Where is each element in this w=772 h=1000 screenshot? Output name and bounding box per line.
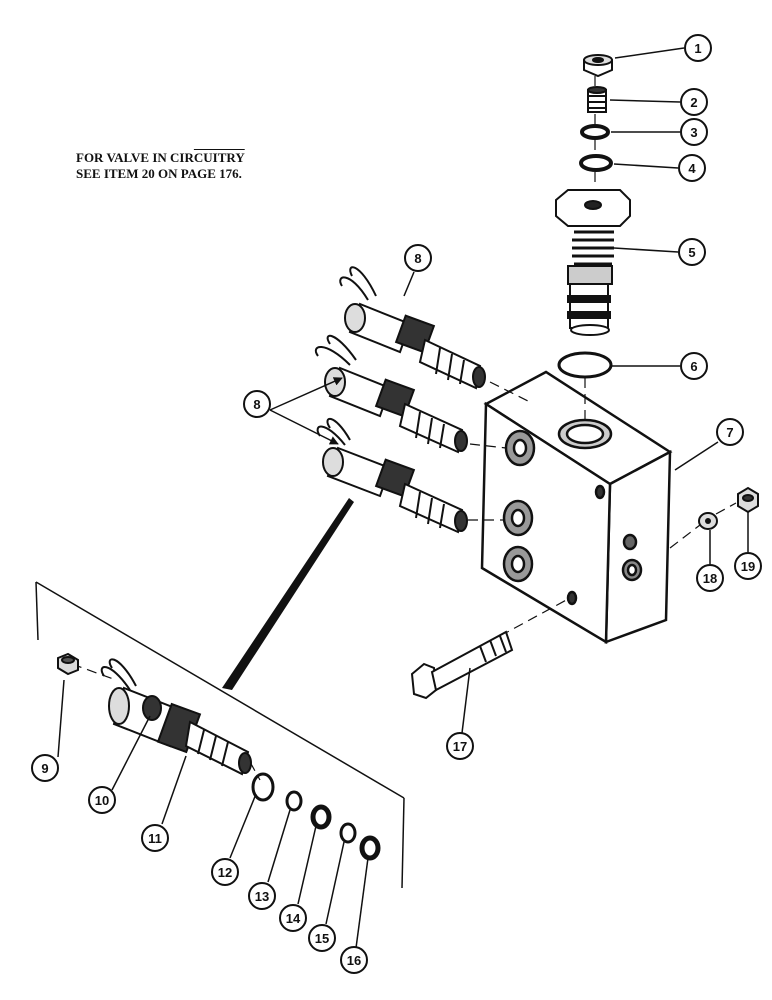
ring-13 <box>285 790 303 812</box>
svg-text:9: 9 <box>41 761 48 776</box>
svg-text:10: 10 <box>95 793 109 808</box>
lock-nut-top <box>583 53 613 78</box>
callout-18: 18 <box>696 564 724 592</box>
svg-text:5: 5 <box>688 245 695 260</box>
callout-10: 10 <box>88 786 116 814</box>
washer-4 <box>579 154 613 172</box>
circuitry-note: FOR VALVE IN CIRCUITRY SEE ITEM 20 ON PA… <box>76 150 245 182</box>
callout-8-upper: 8 <box>404 244 432 272</box>
note-line-2: SEE ITEM 20 ON PAGE 176. <box>76 166 242 181</box>
solenoid-valve-lower <box>316 418 468 534</box>
callout-3: 3 <box>680 118 708 146</box>
callout-2: 2 <box>680 88 708 116</box>
valve-body <box>480 370 673 645</box>
backup-ring-16 <box>359 835 381 861</box>
ring-15 <box>339 822 357 844</box>
nut-19 <box>737 486 759 514</box>
callout-14: 14 <box>279 904 307 932</box>
nut-9 <box>57 652 79 676</box>
bolt-17 <box>410 630 514 700</box>
callout-9: 9 <box>31 754 59 782</box>
callout-5: 5 <box>678 238 706 266</box>
relief-cartridge <box>555 189 631 336</box>
stem-11 <box>156 702 252 776</box>
svg-text:8: 8 <box>253 397 260 412</box>
svg-text:11: 11 <box>148 831 162 846</box>
svg-text:6: 6 <box>690 359 697 374</box>
svg-text:7: 7 <box>726 425 733 440</box>
adjusting-screw <box>587 86 607 113</box>
callout-17: 17 <box>446 732 474 760</box>
svg-text:12: 12 <box>218 865 232 880</box>
svg-text:13: 13 <box>255 889 269 904</box>
leader-lines <box>57 47 749 949</box>
callout-7: 7 <box>716 418 744 446</box>
callout-8-lower: 8 <box>243 390 271 418</box>
svg-text:3: 3 <box>690 125 697 140</box>
note-line-1: FOR VALVE IN CIRCUITRY <box>76 150 245 165</box>
detail-panel <box>35 581 405 889</box>
solenoid-valve-middle <box>314 334 468 454</box>
callout-16: 16 <box>340 946 368 974</box>
svg-text:1: 1 <box>694 41 701 56</box>
solenoid-valve-upper <box>339 266 486 390</box>
o-ring-6 <box>557 351 613 379</box>
washer-3 <box>580 124 610 140</box>
callout-12: 12 <box>211 858 239 886</box>
callout-4: 4 <box>678 154 706 182</box>
svg-text:18: 18 <box>703 571 717 586</box>
callout-15: 15 <box>308 924 336 952</box>
callout-6: 6 <box>680 352 708 380</box>
svg-text:2: 2 <box>690 95 697 110</box>
svg-text:19: 19 <box>741 559 755 574</box>
svg-text:14: 14 <box>286 911 301 926</box>
callout-1: 1 <box>684 34 712 62</box>
backup-ring-14 <box>310 804 332 830</box>
o-ring-12 <box>251 772 275 802</box>
detail-wedge <box>222 498 354 690</box>
svg-text:15: 15 <box>315 931 329 946</box>
callout-13: 13 <box>248 882 276 910</box>
svg-text:4: 4 <box>688 161 696 176</box>
assembly-lines <box>71 76 737 781</box>
svg-text:17: 17 <box>453 739 467 754</box>
svg-text:8: 8 <box>414 251 421 266</box>
callout-11: 11 <box>141 824 169 852</box>
callout-19: 19 <box>734 552 762 580</box>
svg-text:16: 16 <box>347 953 361 968</box>
callouts: 1 2 3 4 5 6 7 8 8 9 10 11 12 13 14 15 16… <box>31 34 762 974</box>
